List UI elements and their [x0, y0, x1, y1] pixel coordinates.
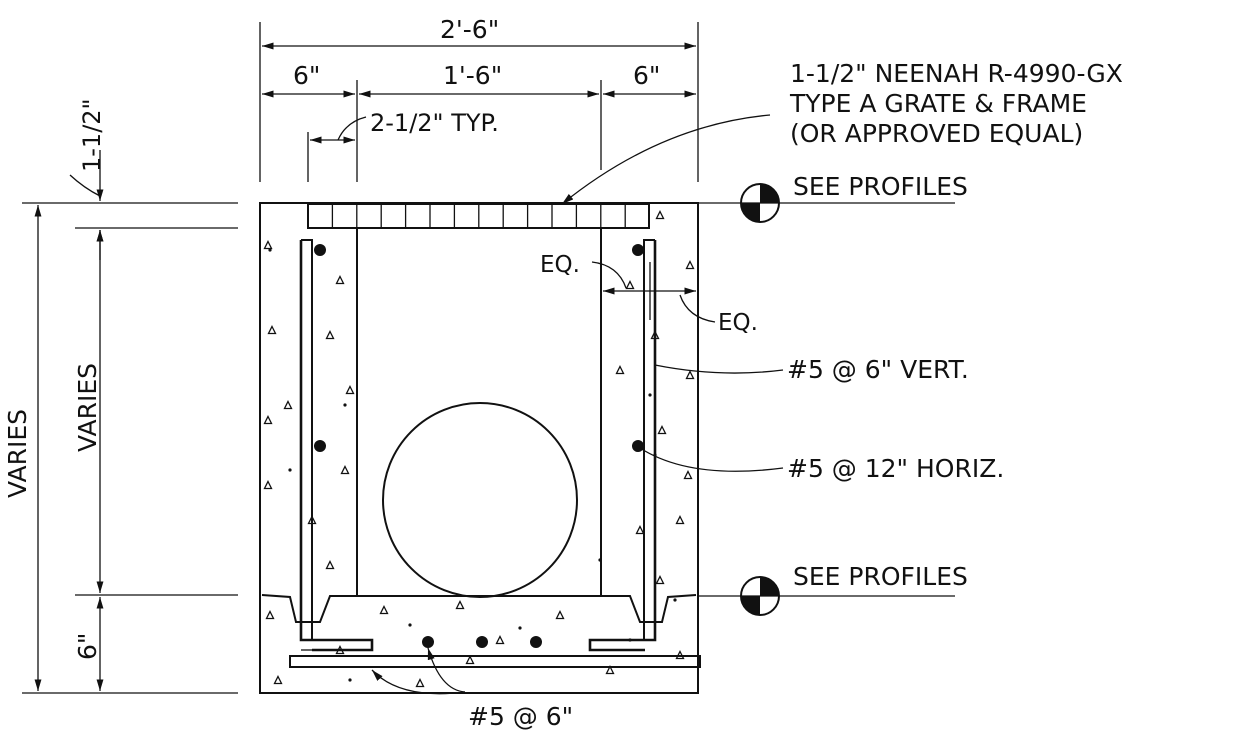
- aggregate-mark: [675, 650, 685, 660]
- aggregate-speck: [628, 638, 632, 642]
- aggregate-mark: [267, 325, 277, 335]
- rebar-dot: [314, 244, 326, 256]
- aggregate-mark: [455, 600, 465, 610]
- dim-grate-depth: 1-1/2": [78, 98, 106, 172]
- grate-leader: [561, 114, 771, 205]
- aggregate-mark: [685, 260, 695, 270]
- rebar-dot: [530, 636, 542, 648]
- aggregate-mark: [325, 560, 335, 570]
- aggregate-mark: [340, 465, 350, 475]
- aggregate-mark: [625, 280, 635, 290]
- note-vert-rebar: #5 @ 6" VERT.: [787, 355, 969, 384]
- aggregate-mark: [325, 330, 335, 340]
- note-horiz-rebar: #5 @ 12" HORIZ.: [787, 454, 1004, 483]
- dim-grate-offset: 2-1/2" TYP.: [370, 109, 499, 137]
- concrete-aggregate-hatch: [263, 210, 695, 688]
- aggregate-speck: [343, 403, 347, 407]
- dim-right-wall: 6": [633, 61, 660, 90]
- aggregate-mark: [465, 655, 475, 665]
- dim-overall-height: VARIES: [3, 409, 32, 498]
- eq-dimension: [591, 261, 716, 323]
- aggregate-mark: [283, 400, 293, 410]
- eq-lower: EQ.: [718, 310, 758, 336]
- note-grate-line1: 1-1/2" NEENAH R-4990-GX: [790, 59, 1123, 88]
- dim-overall-width: 2'-6": [440, 15, 499, 44]
- aggregate-speck: [408, 623, 412, 627]
- aggregate-mark: [495, 635, 505, 645]
- aggregate-mark: [273, 675, 283, 685]
- dim-slab-thickness: 6": [73, 633, 102, 660]
- dim-left-wall: 6": [293, 61, 320, 90]
- aggregate-mark: [265, 610, 275, 620]
- eq-upper: EQ.: [540, 252, 580, 278]
- aggregate-mark: [657, 425, 667, 435]
- note-grate-line2: TYPE A GRATE & FRAME: [789, 89, 1087, 118]
- aggregate-speck: [673, 598, 677, 602]
- elevation-target-icon: [698, 576, 955, 616]
- top-dimensions: [259, 22, 699, 182]
- structure-outline: [259, 202, 699, 694]
- pipe-opening: [382, 402, 578, 598]
- aggregate-mark: [655, 575, 665, 585]
- aggregate-mark: [615, 365, 625, 375]
- aggregate-speck: [648, 393, 652, 397]
- aggregate-mark: [263, 240, 273, 250]
- rebar-dot: [422, 636, 434, 648]
- aggregate-mark: [335, 645, 345, 655]
- aggregate-mark: [263, 480, 273, 490]
- note-slab-rebar: #5 @ 6": [468, 702, 573, 731]
- dim-opening: 1'-6": [443, 61, 502, 90]
- rebar-layout: [289, 239, 701, 668]
- aggregate-mark: [605, 665, 615, 675]
- aggregate-mark: [379, 605, 389, 615]
- rebar-dot: [632, 440, 644, 452]
- see-profiles-bottom: SEE PROFILES: [793, 562, 968, 591]
- rebar-dot: [314, 440, 326, 452]
- aggregate-mark: [345, 385, 355, 395]
- aggregate-mark: [655, 210, 665, 220]
- aggregate-mark: [263, 415, 273, 425]
- rebar-leaders: [371, 364, 784, 695]
- aggregate-mark: [685, 370, 695, 380]
- aggregate-mark: [635, 525, 645, 535]
- aggregate-mark: [650, 330, 660, 340]
- aggregate-mark: [415, 678, 425, 688]
- aggregate-mark: [555, 610, 565, 620]
- aggregate-speck: [518, 626, 522, 630]
- aggregate-speck: [288, 468, 292, 472]
- left-dimensions: [22, 150, 238, 694]
- rebar-dot: [632, 244, 644, 256]
- aggregate-speck: [348, 678, 352, 682]
- rebar-dot: [476, 636, 488, 648]
- dim-wall-height: VARIES: [73, 363, 102, 452]
- elevation-target-icon: [698, 183, 955, 223]
- see-profiles-top: SEE PROFILES: [793, 172, 968, 201]
- aggregate-mark: [683, 470, 693, 480]
- aggregate-mark: [675, 515, 685, 525]
- aggregate-mark: [335, 275, 345, 285]
- grate-frame: [307, 203, 650, 229]
- aggregate-speck: [268, 248, 272, 252]
- aggregate-speck: [598, 558, 602, 562]
- aggregate-mark: [307, 515, 317, 525]
- note-grate-line3: (OR APPROVED EQUAL): [790, 119, 1083, 148]
